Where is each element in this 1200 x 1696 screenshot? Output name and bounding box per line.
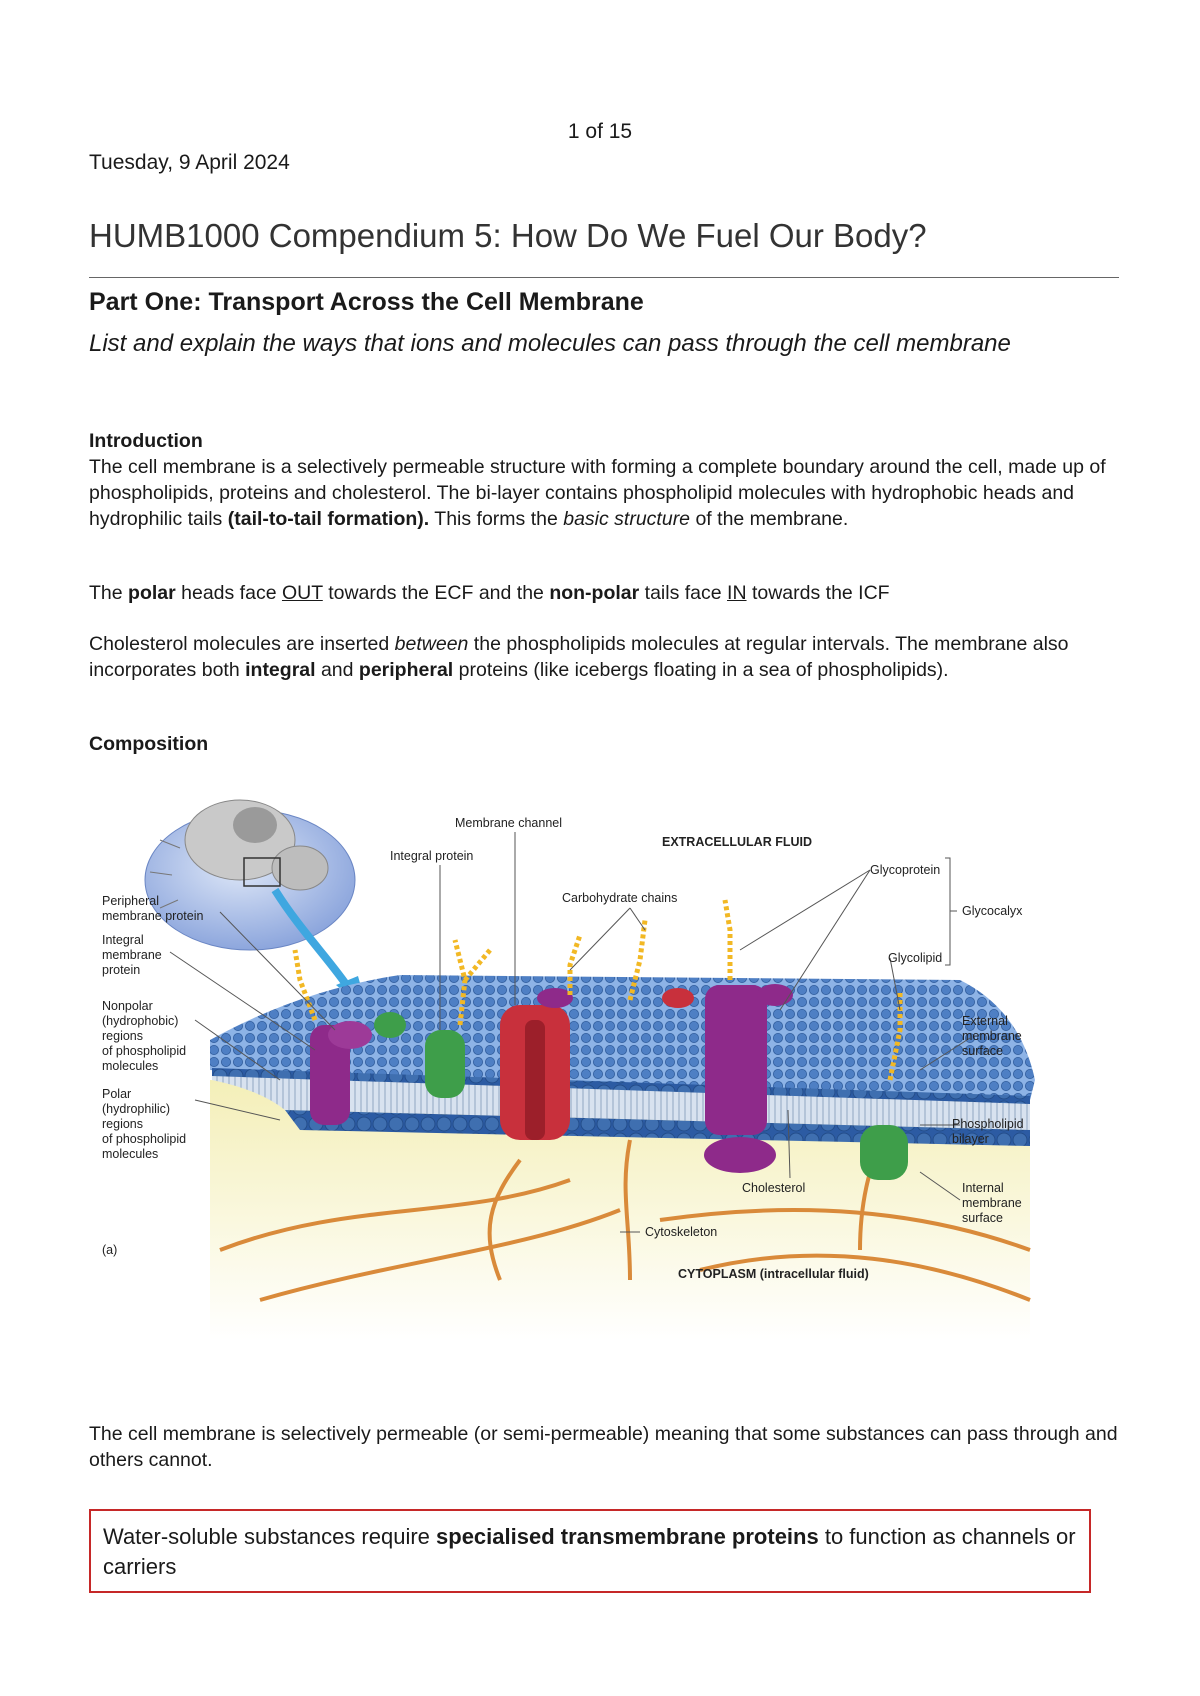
label-nonpolar-4: of phospholipid	[102, 1044, 186, 1058]
label-external-2: membrane	[962, 1029, 1022, 1043]
text-run: to function as channels or carriers	[103, 1524, 1076, 1579]
carbohydrate-chains	[292, 899, 903, 1081]
green-protein-small	[374, 1012, 406, 1038]
label-polar-4: of phospholipid	[102, 1132, 186, 1146]
peripheral-protein-left	[310, 1021, 372, 1125]
outer-leaflet-surface	[210, 975, 1035, 1100]
question-prompt: List and explain the ways that ions and …	[89, 330, 1011, 357]
text-run: towards the ECF and the	[322, 582, 550, 604]
label-external-3: surface	[962, 1044, 1003, 1058]
bold-run: peripheral	[358, 659, 454, 681]
label-phospholipid-1: Phospholipid	[952, 1117, 1024, 1131]
label-integral-membrane-3: protein	[102, 963, 140, 977]
bold-run: specialised transmembrane proteins	[436, 1524, 819, 1549]
label-glycoprotein: Glycoprotein	[870, 863, 940, 877]
label-phospholipid-2: bilayer	[952, 1132, 989, 1146]
part-heading: Part One: Transport Across the Cell Memb…	[89, 288, 644, 316]
text-run: and	[315, 659, 359, 681]
label-extracellular-fluid: EXTRACELLULAR FLUID	[662, 835, 812, 849]
text-run: The cell membrane is a selectively perme…	[89, 456, 1106, 530]
bold-run: (tail-to-tail formation).	[227, 508, 430, 530]
cell-membrane-figure: Membrane channel EXTRACELLULAR FLUID Int…	[102, 799, 1035, 1340]
text-run: Cholesterol molecules are inserted	[89, 633, 395, 655]
italic-run: basic structure	[563, 508, 691, 530]
after-figure-paragraph: The cell membrane is selectively permeab…	[89, 1423, 1118, 1471]
bold-run: non-polar	[549, 582, 640, 604]
text-run: tails face	[639, 582, 728, 604]
label-cytoskeleton: Cytoskeleton	[645, 1225, 717, 1239]
label-nonpolar-3: regions	[102, 1029, 143, 1043]
cytoskeleton-fibers	[219, 1139, 1031, 1302]
bold-run: polar	[128, 582, 176, 604]
label-cholesterol: Cholesterol	[742, 1181, 805, 1195]
text-run: This forms the	[429, 508, 564, 530]
label-peripheral-1: Peripheral	[102, 894, 159, 908]
label-glycocalyx: Glycocalyx	[962, 904, 1023, 918]
document-date: Tuesday, 9 April 2024	[89, 151, 290, 174]
membrane-edge-heads	[212, 1068, 1030, 1104]
label-nonpolar-2: (hydrophobic)	[102, 1014, 178, 1028]
hydrophobic-core	[212, 1070, 1030, 1130]
label-internal-3: surface	[962, 1211, 1003, 1225]
page-number: 1 of 15	[567, 120, 633, 143]
text-run: Water-soluble substances require	[103, 1524, 437, 1549]
label-integral-membrane-2: membrane	[102, 948, 162, 962]
cell-illustration	[144, 799, 356, 951]
zoom-arrow-icon	[271, 887, 354, 993]
red-protein-small	[662, 988, 694, 1008]
label-integral-protein: Integral protein	[390, 849, 473, 863]
label-glycolipid: Glycolipid	[888, 951, 942, 965]
intro-paragraph-3: Cholesterol molecules are inserted betwe…	[89, 631, 1129, 683]
label-nonpolar-1: Nonpolar	[102, 999, 153, 1013]
introduction-heading: Introduction	[89, 430, 203, 452]
inner-leaflet-heads	[285, 1110, 1030, 1146]
integral-protein-green	[425, 1030, 465, 1098]
label-nonpolar-5: molecules	[102, 1059, 158, 1073]
text-run: proteins (like icebergs floating in a se…	[453, 659, 949, 681]
italic-run: between	[394, 633, 469, 655]
label-leader-lines	[169, 832, 971, 1233]
text-run: the phospholipids molecules at regular i…	[89, 633, 1069, 681]
label-external-1: External	[962, 1014, 1008, 1028]
peripheral-protein-green	[860, 1125, 908, 1180]
label-polar-2: (hydrophilic)	[102, 1102, 170, 1116]
underlined-run: OUT	[281, 582, 323, 604]
label-peripheral-2: membrane protein	[102, 909, 203, 923]
composition-heading: Composition	[89, 733, 209, 755]
label-membrane-channel: Membrane channel	[455, 816, 562, 830]
key-point-callout: Water-soluble substances require special…	[89, 1509, 1091, 1593]
label-internal-2: membrane	[962, 1196, 1022, 1210]
label-cytoplasm: CYTOPLASM (intracellular fluid)	[678, 1267, 869, 1281]
label-polar-3: regions	[102, 1117, 143, 1131]
text-run: of the membrane.	[690, 508, 849, 530]
intro-paragraph-1: The cell membrane is a selectively perme…	[89, 454, 1129, 532]
title-divider	[89, 277, 1119, 278]
underlined-run: IN	[727, 582, 747, 604]
membrane-channel-protein	[500, 988, 573, 1140]
intro-paragraph-2: The polar heads face OUT towards the ECF…	[89, 580, 1129, 606]
label-internal-1: Internal	[962, 1181, 1004, 1195]
document-title: HUMB1000 Compendium 5: How Do We Fuel Ou…	[89, 217, 927, 254]
text-run: towards the ICF	[746, 582, 890, 604]
text-run: heads face	[175, 582, 282, 604]
text-run: The	[89, 582, 129, 604]
glycoprotein-purple	[704, 984, 793, 1173]
label-integral-membrane-1: Integral	[102, 933, 144, 947]
label-polar-5: molecules	[102, 1147, 158, 1161]
label-polar-1: Polar	[102, 1087, 131, 1101]
label-carbohydrate-chains: Carbohydrate chains	[562, 891, 677, 905]
label-panel: (a)	[102, 1243, 117, 1257]
bold-run: integral	[245, 659, 316, 681]
